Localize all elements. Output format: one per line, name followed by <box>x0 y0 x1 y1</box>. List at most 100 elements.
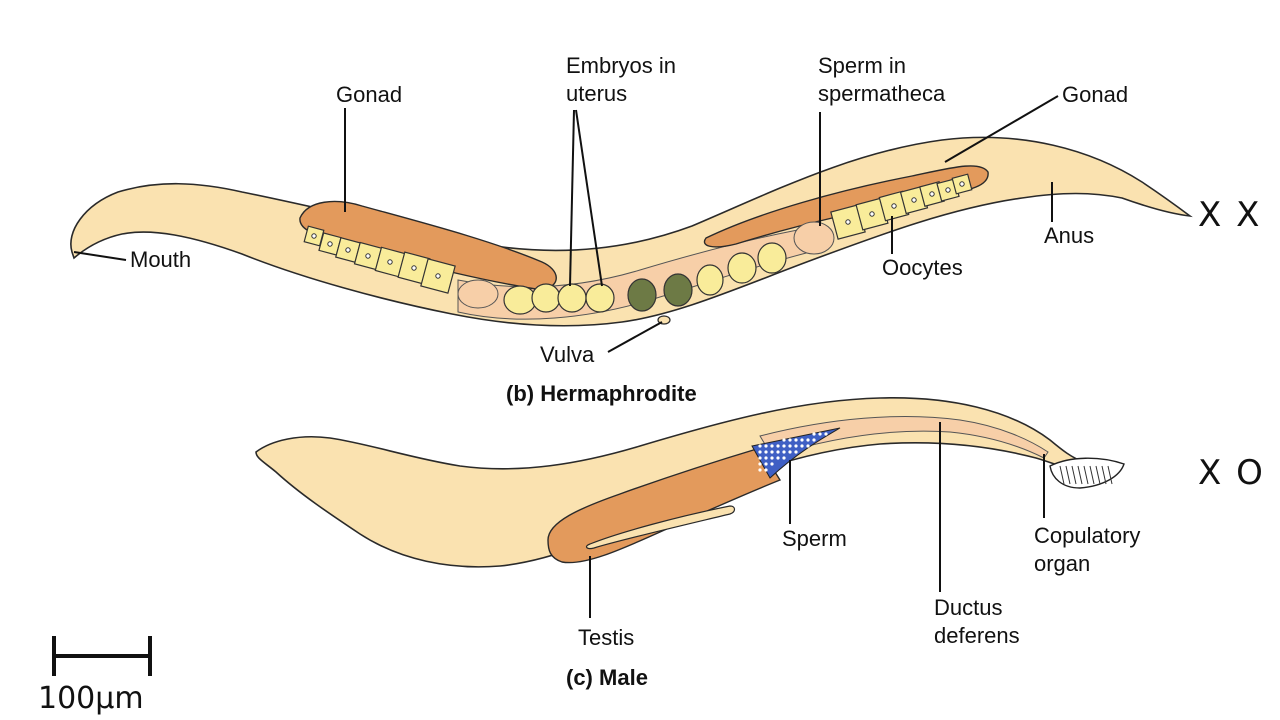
copulatory-ray-6 <box>1089 465 1095 485</box>
sperm-dot-31 <box>806 444 810 448</box>
leader-mouth <box>73 251 127 261</box>
leader-vulva <box>607 321 663 353</box>
label-mouth: Mouth <box>130 247 191 272</box>
testis <box>547 447 782 564</box>
sperm-dot-35 <box>824 432 828 436</box>
label-sperm-line1: Sperm in <box>818 53 906 78</box>
embryo-2 <box>531 283 561 313</box>
oocyte-right-nucleus-1 <box>845 219 851 225</box>
sperm-dot-23 <box>788 444 792 448</box>
copulatory-ray-2 <box>1065 465 1071 485</box>
spermatheca-right <box>793 221 835 255</box>
spermatheca-left <box>457 279 499 309</box>
sperm-dot-12 <box>770 450 774 454</box>
label-copulatory-line1: Copulatory <box>1034 523 1140 548</box>
caption-male-name: Male <box>599 665 648 690</box>
oocyte-right-nucleus-5 <box>929 191 935 197</box>
sperm-dot-21 <box>782 456 786 460</box>
caption-hermaphrodite: (b) Hermaphrodite <box>506 381 697 406</box>
sperm-dot-22 <box>788 438 792 442</box>
sperm-dot-17 <box>776 456 780 460</box>
caption-hermaphrodite-name: Hermaphrodite <box>540 381 696 406</box>
label-copulatory-line2: organ <box>1034 551 1090 576</box>
oocyte-left-nucleus-3 <box>345 247 351 253</box>
sperm-dot-7 <box>764 450 768 454</box>
sperm-dot-16 <box>776 450 780 454</box>
sperm-dot-28 <box>800 438 804 442</box>
label-gonad-left: Gonad <box>336 82 402 107</box>
label-ductus-line1: Ductus <box>934 595 1002 620</box>
label-sperm: Sperm <box>782 526 847 551</box>
label-oocytes: Oocytes <box>882 255 963 280</box>
karyotype-male: X O <box>1198 453 1265 493</box>
sperm-dot-26 <box>794 444 798 448</box>
sperm-dot-29 <box>800 444 804 448</box>
karyotype-hermaphrodite: X X <box>1198 195 1261 235</box>
oocytes-left <box>303 225 456 294</box>
copulatory-ray-3 <box>1071 465 1077 485</box>
embryo-5 <box>627 278 657 312</box>
copulatory-ray-8 <box>1101 465 1107 485</box>
sperm-dot-34 <box>818 432 822 436</box>
sperm-dot-9 <box>764 462 768 466</box>
label-embryos-line2: uterus <box>566 81 627 106</box>
label-ductus-line2: deferens <box>934 623 1020 648</box>
sperm-dot-5 <box>758 468 762 472</box>
oocyte-left-nucleus-2 <box>327 241 333 247</box>
sperm-dot-32 <box>812 432 816 436</box>
embryo-9 <box>757 242 787 274</box>
male-leaders <box>589 422 1045 618</box>
oocyte-left-nucleus-5 <box>387 259 393 265</box>
copulatory-ray-9 <box>1107 465 1113 485</box>
oocytes-right <box>830 173 973 240</box>
embryo-1 <box>503 285 537 315</box>
sperm-dot-33 <box>812 438 816 442</box>
copulatory-ray-5 <box>1083 465 1089 485</box>
oocyte-right-nucleus-4 <box>911 197 917 203</box>
testis-lumen <box>585 505 736 550</box>
label-testis: Testis <box>578 625 634 650</box>
oocyte-left-nucleus-7 <box>435 273 441 279</box>
leader-embryo-b <box>575 109 603 287</box>
hermaphrodite-worm <box>70 136 1193 327</box>
embryo-3 <box>557 283 587 313</box>
gonad-right-arm <box>703 165 989 248</box>
oocyte-left-nucleus-6 <box>411 265 417 271</box>
oocyte-right-nucleus-6 <box>945 187 951 193</box>
leader-embryo-a <box>569 109 575 287</box>
label-embryos-line1: Embryos in <box>566 53 676 78</box>
embryo-6 <box>663 273 693 307</box>
copulatory-rays <box>1059 465 1113 485</box>
sperm-dot-4 <box>758 462 762 466</box>
sperm-dot-3 <box>758 456 762 460</box>
copulatory-ray-7 <box>1095 465 1101 485</box>
sperm-dot-25 <box>794 438 798 442</box>
sperm-dot-8 <box>764 456 768 460</box>
hermaphrodite-leaders <box>73 95 1059 353</box>
sperm-dot-30 <box>806 438 810 442</box>
oocyte-right-nucleus-3 <box>891 203 897 209</box>
copulatory-ray-4 <box>1077 465 1083 485</box>
male-ductus-band <box>759 416 1049 459</box>
caption-male-prefix: (c) <box>566 665 593 690</box>
label-anus: Anus <box>1044 223 1094 248</box>
sperm-dot-24 <box>788 450 792 454</box>
label-sperm-line2: spermatheca <box>818 81 946 106</box>
oocyte-left-nucleus-1 <box>311 233 317 239</box>
sperm-dot-19 <box>782 444 786 448</box>
leader-gonad-right <box>944 95 1059 163</box>
embryo-4 <box>585 283 615 313</box>
label-vulva: Vulva <box>540 342 595 367</box>
oocyte-left-nucleus-4 <box>365 253 371 259</box>
sperm-dot-13 <box>770 456 774 460</box>
sperm-dot-6 <box>764 444 768 448</box>
scale-bar: 100µm <box>38 636 152 716</box>
scale-bar-label: 100µm <box>38 681 144 716</box>
sperm-dot-14 <box>770 462 774 466</box>
copulatory-ray-1 <box>1059 465 1065 485</box>
caption-hermaphrodite-prefix: (b) <box>506 381 534 406</box>
embryo-7 <box>696 264 724 296</box>
male-worm <box>255 397 1125 568</box>
sperm-dot-20 <box>782 450 786 454</box>
